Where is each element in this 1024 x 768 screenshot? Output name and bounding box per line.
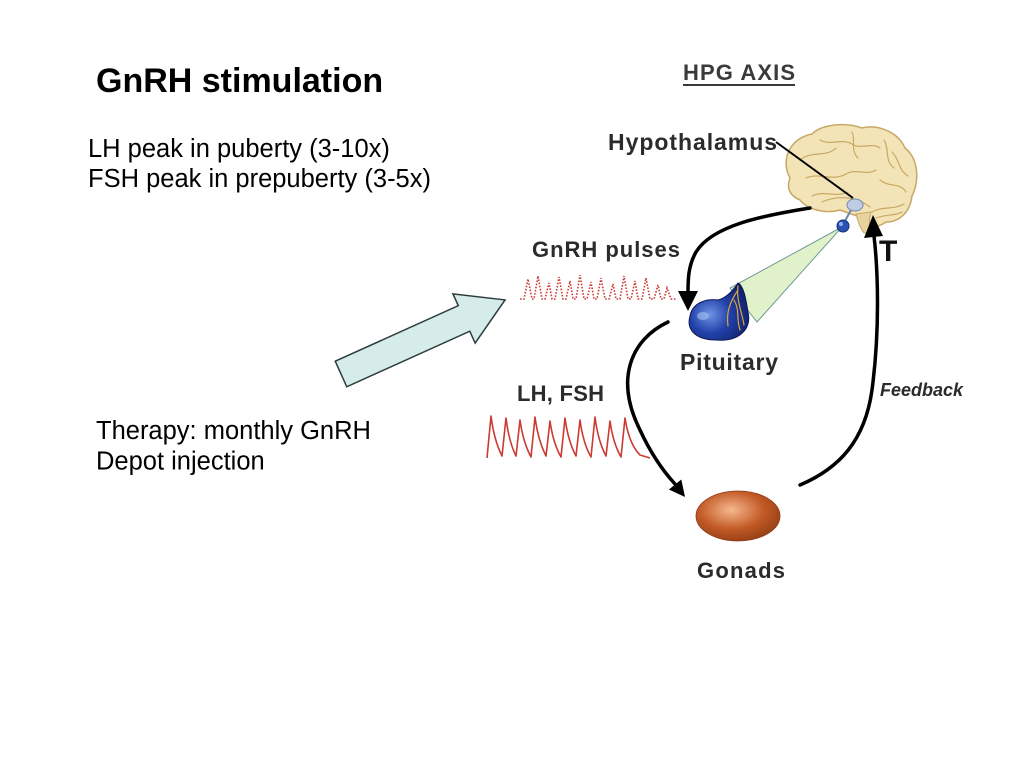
gonads-label: Gonads bbox=[697, 558, 785, 583]
fsh-peak-text: FSH peak in prepuberty (3-5x) bbox=[88, 165, 431, 193]
slide-title: GnRH stimulation bbox=[96, 62, 383, 100]
gnrh-pulses-label: GnRH pulses bbox=[532, 237, 680, 262]
gnrh-flow-arrow bbox=[678, 206, 812, 311]
hypothalamus-leader-line bbox=[775, 141, 854, 199]
gonads-icon bbox=[695, 490, 781, 542]
gnrh-pulse-wave bbox=[520, 274, 676, 300]
hypothalamus-structure bbox=[836, 198, 864, 233]
diagram-heading: HPG AXIS bbox=[683, 60, 795, 86]
therapy-text-line1: Therapy: monthly GnRH bbox=[96, 417, 371, 445]
lh-fsh-flow-arrow bbox=[625, 320, 685, 497]
feedback-flow-arrow bbox=[798, 215, 883, 487]
lh-fsh-pulse-wave bbox=[486, 415, 651, 459]
hpg-axis-heading: HPG AXIS bbox=[683, 60, 795, 85]
pointer-arrow bbox=[334, 292, 507, 388]
testosterone-label: T bbox=[879, 235, 897, 268]
lh-peak-text: LH peak in puberty (3-10x) bbox=[88, 135, 390, 163]
lh-fsh-label: LH, FSH bbox=[517, 381, 604, 406]
therapy-text-line2: Depot injection bbox=[96, 448, 265, 476]
brain-icon bbox=[785, 123, 918, 234]
pituitary-gland-icon bbox=[688, 282, 750, 341]
feedback-label: Feedback bbox=[880, 380, 964, 400]
hypothalamus-label: Hypothalamus bbox=[608, 129, 777, 155]
pituitary-label: Pituitary bbox=[680, 349, 778, 375]
